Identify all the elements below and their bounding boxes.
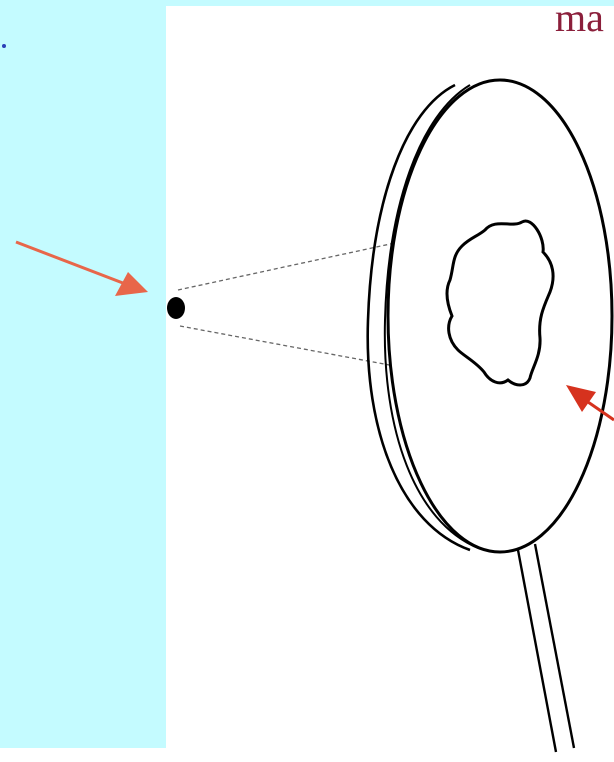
corner-label-text: ma (555, 0, 604, 41)
point-source (167, 297, 185, 319)
left-arrow (16, 242, 148, 296)
lens-handle (518, 544, 574, 752)
left-arrowhead (115, 272, 148, 296)
lens-face (388, 80, 612, 552)
